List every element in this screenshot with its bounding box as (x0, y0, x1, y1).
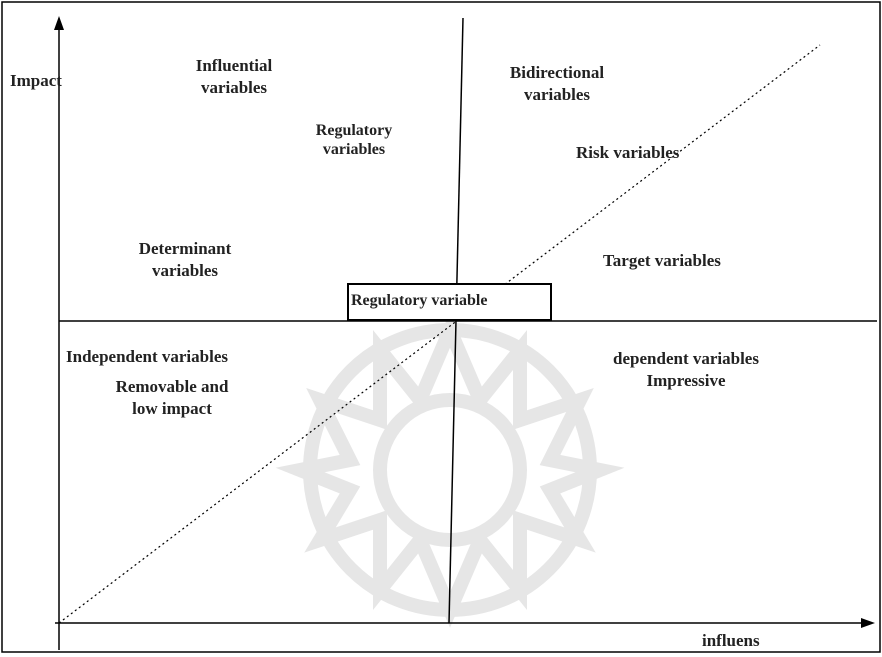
target-variables-label: Target variables (603, 251, 721, 270)
regulatory-variables-label: Regulatory variables (316, 121, 392, 159)
determinant-variables-label: Determinant variables (139, 238, 232, 282)
determinant-line1: Determinant (138, 239, 232, 258)
independent-variables-label: Independent variables (66, 347, 228, 366)
regulatory-line2: variables (322, 141, 386, 158)
dependent-line: dependent variables (613, 349, 759, 368)
x-axis-arrowhead (861, 618, 875, 628)
regulatory-line1: Regulatory (315, 122, 393, 139)
influential-line1: Influential (195, 56, 273, 75)
influential-variables-label: Influential variables (196, 55, 273, 99)
regulatory-variable-box: Regulatory variable (347, 283, 552, 321)
influential-line2: variables (200, 78, 268, 97)
bidirectional-line2: variables (523, 85, 591, 104)
x-axis-label: influens (702, 631, 760, 650)
bidirectional-variables-label: Bidirectional variables (510, 62, 604, 106)
risk-variables-label: Risk variables (576, 143, 680, 162)
diagonal-dashed-line (58, 44, 821, 624)
removable-line2: low impact (132, 399, 212, 418)
regulatory-variable-label: Regulatory variable (351, 292, 488, 309)
y-axis-arrowhead (54, 16, 64, 30)
impressive-line: Impressive (646, 371, 726, 390)
dependent-impressive-label: dependent variables Impressive (613, 348, 759, 392)
y-axis-label: Impact (10, 71, 62, 90)
removable-line1: Removable and (115, 377, 229, 396)
determinant-line2: variables (151, 261, 219, 280)
bidirectional-line1: Bidirectional (509, 63, 605, 82)
removable-low-impact-label: Removable and low impact (116, 376, 229, 420)
